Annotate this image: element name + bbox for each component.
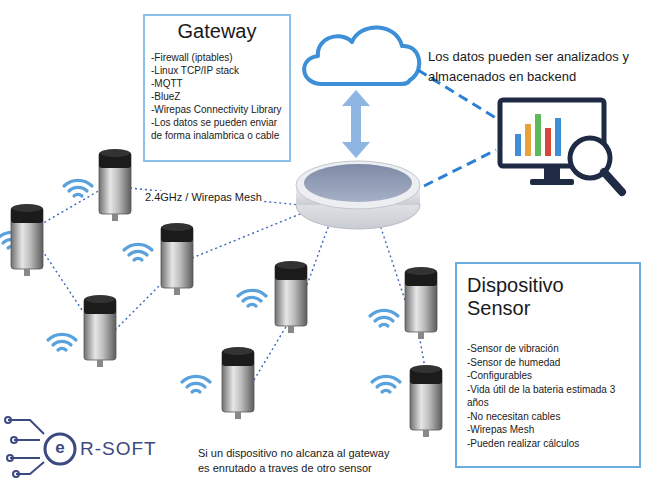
feature-item: -MQTT [151, 77, 283, 90]
feature-item: -Firewall (iptables) [151, 51, 283, 64]
mesh-label: 2.4GHz / Wirepas Mesh [143, 191, 264, 203]
feature-item: -Sensor de vibración [467, 342, 631, 356]
feature-item: -Los datos se pueden enviar de forma ina… [151, 116, 283, 142]
backend-note: Los datos pueden ser analizados y almace… [428, 47, 642, 87]
feature-item: -Sensor de humedad [467, 356, 631, 370]
feature-item: -Vida útil de la bateria estimada 3 años [467, 383, 631, 410]
feature-item: -BlueZ [151, 90, 283, 103]
sensor-box: Dispositivo Sensor -Sensor de vibración-S… [455, 262, 641, 468]
routing-note: Si un dispositivo no alcanza al gateway … [198, 446, 394, 476]
feature-item: -No necesitan cables [467, 410, 631, 424]
box-title: Dispositivo Sensor [467, 274, 631, 320]
logo-text: R-SOFT [80, 438, 157, 460]
feature-item: -Linux TCP/IP stack [151, 64, 283, 77]
feature-item: -Configurables [467, 369, 631, 383]
feature-item: -Wirepas Connectivity Library [151, 103, 283, 116]
feature-item: -Wirepas Mesh [467, 423, 631, 437]
box-title: Gateway [151, 20, 283, 43]
logo-letter: e [53, 438, 67, 458]
feature-item: -Pueden realizar cálculos [467, 437, 631, 451]
gateway-box: Gateway -Firewall (iptables)-Linux TCP/IP… [143, 14, 291, 162]
